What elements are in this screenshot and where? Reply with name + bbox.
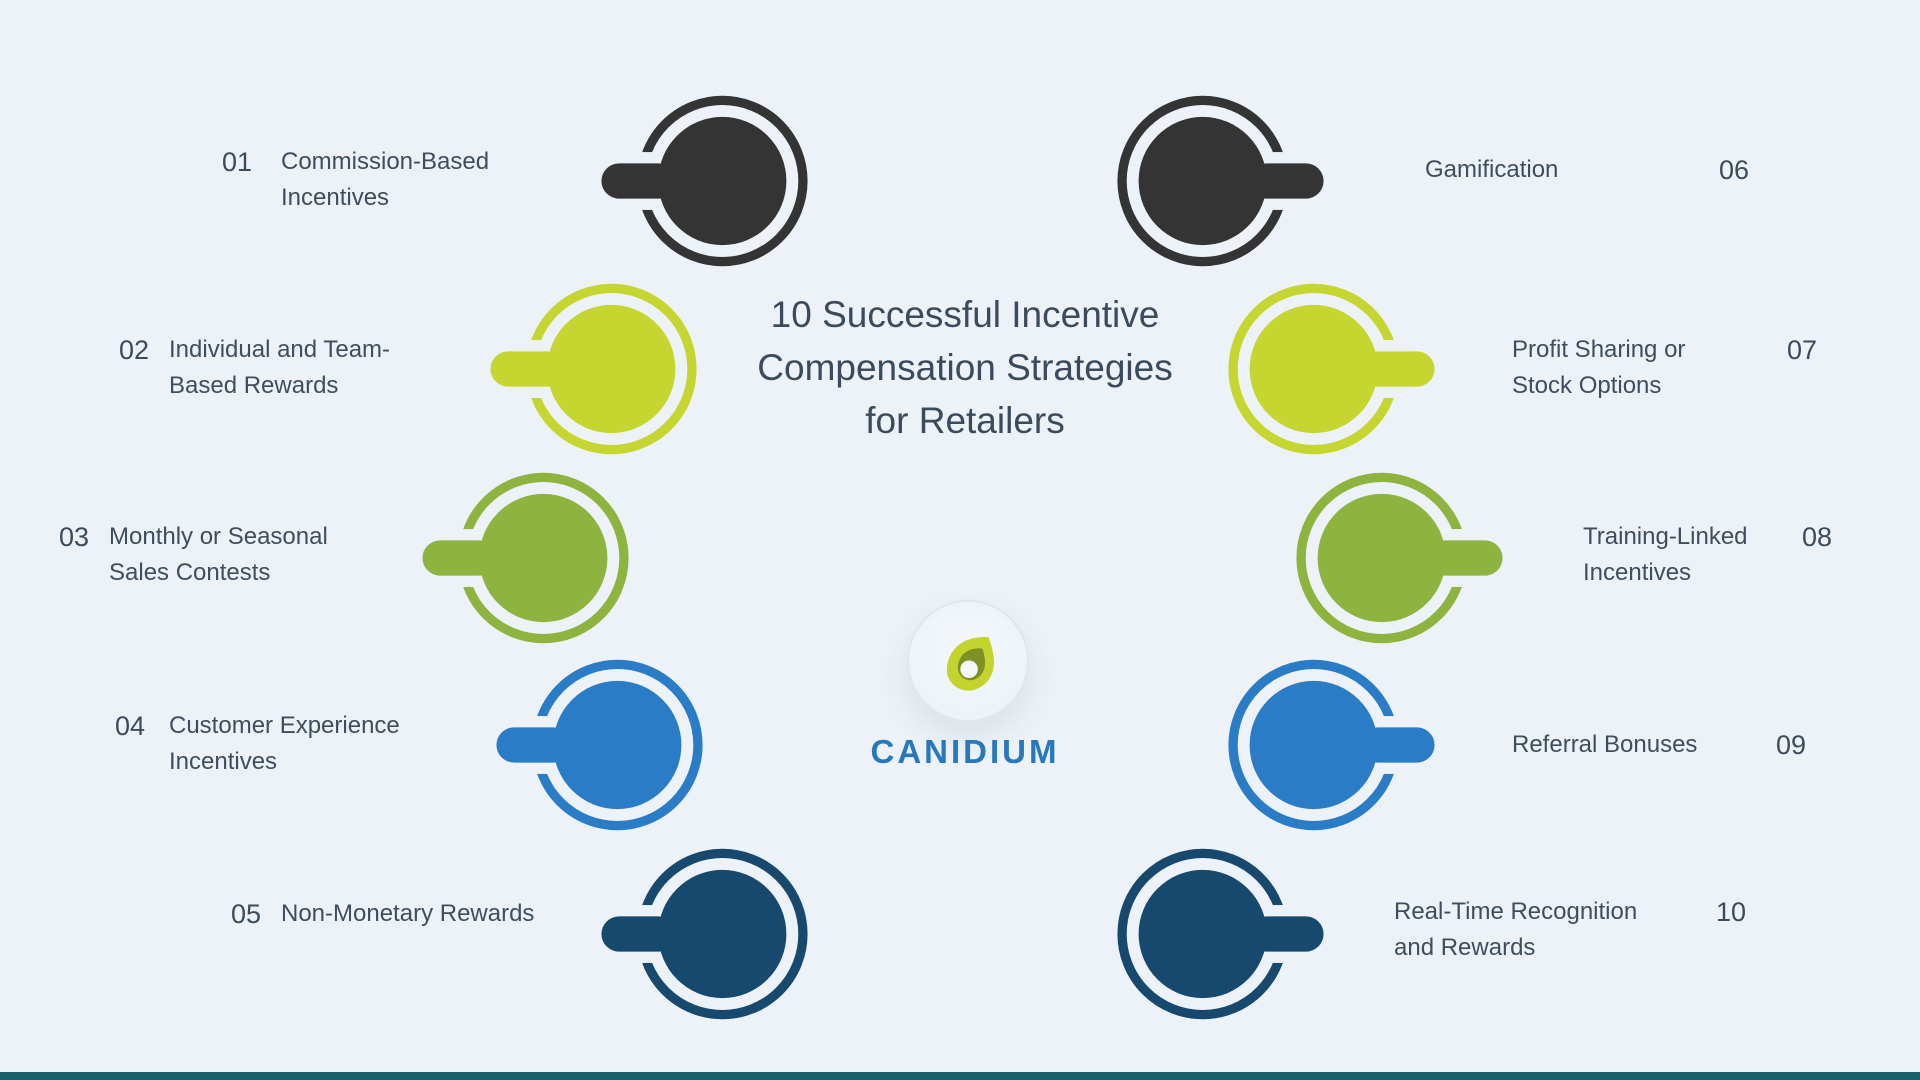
item-02-number: 02 (119, 335, 150, 365)
item-07-label: Profit Sharing or Stock Options (1512, 336, 1686, 399)
item-06-circle-icon (1094, 88, 1394, 274)
item-10-circle-icon (1094, 841, 1394, 1027)
item-04-circle-icon (426, 652, 726, 838)
footer-bar (0, 1072, 1920, 1080)
item-03-number: 03 (59, 522, 90, 552)
item-01-number: 01 (222, 147, 253, 177)
item-01-circle-icon (531, 88, 831, 274)
item-08-number: 08 (1802, 522, 1833, 552)
item-10-number: 10 (1716, 897, 1747, 927)
item-10-label: Real-Time Recognition and Rewards (1394, 898, 1638, 961)
item-09-circle-icon (1205, 652, 1505, 838)
item-04-number: 04 (115, 711, 146, 741)
item-05-circle-icon (531, 841, 831, 1027)
item-06-number: 06 (1719, 155, 1750, 185)
item-02-label: Individual and Team- Based Rewards (169, 336, 391, 399)
brand-wordmark: CANIDIUM (870, 733, 1060, 770)
item-09-number: 09 (1776, 730, 1807, 760)
item-06-label: Gamification (1425, 156, 1559, 183)
item-09-label: Referral Bonuses (1512, 731, 1698, 758)
item-03-circle-icon (352, 465, 652, 651)
item-05-label: Non-Monetary Rewards (281, 900, 535, 927)
item-01-label: Commission-Based Incentives (281, 148, 490, 211)
leaf-drop-icon (946, 637, 994, 691)
item-04-label: Customer Experience Incentives (169, 712, 400, 775)
item-08-circle-icon (1273, 465, 1573, 651)
item-03-label: Monthly or Seasonal Sales Contests (109, 523, 328, 586)
item-08-label: Training-Linked Incentives (1583, 523, 1748, 586)
brand-logo (907, 600, 1029, 722)
page-title: 10 Successful Incentive Compensation Str… (757, 294, 1173, 441)
item-05-number: 05 (231, 899, 262, 929)
item-07-number: 07 (1787, 335, 1818, 365)
item-07-circle-icon (1205, 276, 1505, 462)
item-02-circle-icon (420, 276, 720, 462)
